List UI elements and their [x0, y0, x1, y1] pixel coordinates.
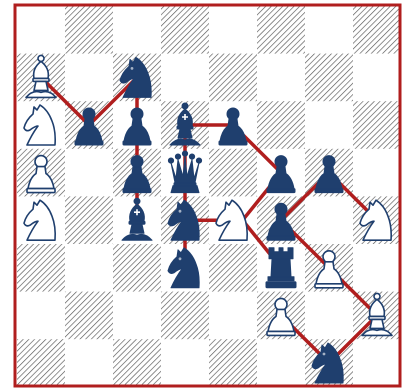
light-square[interactable] — [113, 292, 162, 340]
light-square[interactable] — [305, 196, 354, 244]
light-square[interactable] — [65, 244, 114, 292]
dark-square[interactable] — [209, 149, 258, 197]
light-square[interactable] — [353, 54, 402, 102]
dark-square[interactable] — [113, 244, 162, 292]
light-square[interactable] — [353, 244, 402, 292]
dark-square[interactable] — [209, 339, 258, 387]
dark-square[interactable] — [65, 196, 114, 244]
light-square[interactable] — [65, 339, 114, 387]
dark-square[interactable] — [161, 292, 210, 340]
light-square[interactable] — [113, 6, 162, 54]
dark-square[interactable] — [353, 101, 402, 149]
light-square[interactable] — [17, 292, 66, 340]
dark-square[interactable] — [65, 292, 114, 340]
light-square[interactable] — [65, 149, 114, 197]
board-squares — [17, 6, 402, 387]
dark-square[interactable] — [257, 101, 306, 149]
light-square[interactable] — [209, 292, 258, 340]
dark-square[interactable] — [353, 6, 402, 54]
dark-square[interactable] — [17, 244, 66, 292]
dark-square[interactable] — [161, 6, 210, 54]
dark-square[interactable] — [17, 339, 66, 387]
dark-square[interactable] — [65, 6, 114, 54]
light-square[interactable] — [257, 339, 306, 387]
light-square[interactable] — [305, 292, 354, 340]
light-square[interactable] — [353, 149, 402, 197]
light-square[interactable] — [353, 339, 402, 387]
light-square[interactable] — [65, 54, 114, 102]
dark-square[interactable] — [257, 6, 306, 54]
dark-square[interactable] — [209, 244, 258, 292]
light-square[interactable] — [161, 54, 210, 102]
light-square[interactable] — [161, 339, 210, 387]
light-square[interactable] — [257, 54, 306, 102]
light-square[interactable] — [305, 6, 354, 54]
dark-square[interactable] — [209, 54, 258, 102]
light-square[interactable] — [17, 6, 66, 54]
light-square[interactable] — [305, 101, 354, 149]
dark-square[interactable] — [305, 54, 354, 102]
dark-square[interactable] — [113, 339, 162, 387]
light-square[interactable] — [209, 6, 258, 54]
